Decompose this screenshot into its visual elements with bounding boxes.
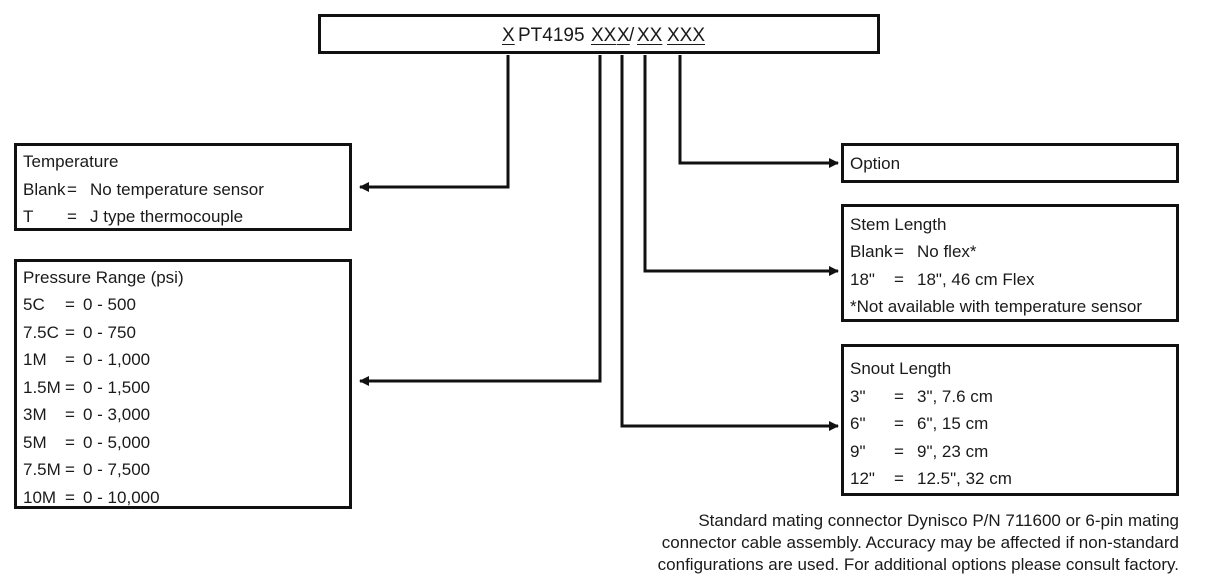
model-code-box: X PT4195 XX X / XX XXX bbox=[318, 14, 880, 54]
snout-desc: 12.5", 32 cm bbox=[917, 469, 1012, 488]
footnote-line: Standard mating connector Dynisco P/N 71… bbox=[698, 511, 1179, 530]
snout-length-title: Snout Length bbox=[850, 359, 952, 378]
model-number: PT4195 bbox=[518, 25, 585, 46]
temperature-code: T bbox=[23, 207, 34, 226]
temperature-eq: = bbox=[67, 180, 77, 199]
snout-eq: = bbox=[894, 442, 904, 461]
pressure-code: 7.5M bbox=[23, 460, 61, 479]
temperature-connector bbox=[359, 55, 510, 192]
stem-code-field: XX bbox=[637, 25, 663, 46]
stem-connector bbox=[643, 55, 839, 276]
pressure-desc: 0 - 7,500 bbox=[83, 460, 151, 479]
snout-eq: = bbox=[894, 469, 904, 488]
pressure-desc: 0 - 750 bbox=[83, 323, 136, 342]
stem-length-note: *Not available with temperature sensor bbox=[850, 297, 1142, 316]
pressure-code: 7.5C bbox=[23, 323, 59, 342]
temperature-code: Blank bbox=[23, 180, 66, 199]
stem-eq: = bbox=[894, 242, 904, 261]
pressure-range-box: Pressure Range (psi) 5C = 0 - 500 7.5C =… bbox=[14, 259, 352, 509]
pressure-desc: 0 - 3,000 bbox=[83, 405, 151, 424]
pressure-desc: 0 - 1,500 bbox=[83, 378, 151, 397]
pressure-desc: 0 - 5,000 bbox=[83, 433, 151, 452]
pressure-connector bbox=[359, 55, 602, 386]
snout-desc: 9", 23 cm bbox=[917, 442, 989, 461]
temperature-eq: = bbox=[67, 207, 77, 226]
pressure-eq: = bbox=[65, 488, 75, 507]
code-slash: / bbox=[629, 25, 635, 46]
pressure-desc: 0 - 10,000 bbox=[83, 488, 160, 507]
option-title: Option bbox=[850, 154, 901, 173]
pressure-code: 5C bbox=[23, 295, 45, 314]
pressure-eq: = bbox=[65, 350, 75, 369]
pressure-code: 5M bbox=[23, 433, 47, 452]
pressure-eq: = bbox=[65, 323, 75, 342]
snout-desc: 6", 15 cm bbox=[917, 414, 989, 433]
pressure-code-field: XX bbox=[591, 25, 617, 46]
pressure-desc: 0 - 500 bbox=[83, 295, 136, 314]
option-connector bbox=[678, 55, 839, 168]
snout-connector bbox=[620, 55, 839, 431]
pressure-eq: = bbox=[65, 378, 75, 397]
snout-code: 6" bbox=[850, 414, 866, 433]
snout-eq: = bbox=[894, 414, 904, 433]
temperature-code-field: X bbox=[502, 25, 515, 46]
pressure-code: 3M bbox=[23, 405, 47, 424]
snout-length-box: Snout Length 3" = 3", 7.6 cm 6" = 6", 15… bbox=[841, 344, 1179, 496]
temperature-box: Temperature Blank = No temperature senso… bbox=[14, 143, 352, 231]
pressure-eq: = bbox=[65, 405, 75, 424]
temperature-title: Temperature bbox=[23, 152, 119, 171]
snout-eq: = bbox=[894, 387, 904, 406]
pressure-eq: = bbox=[65, 433, 75, 452]
pressure-desc: 0 - 1,000 bbox=[83, 350, 151, 369]
pressure-eq: = bbox=[65, 460, 75, 479]
stem-desc: 18", 46 cm Flex bbox=[917, 270, 1035, 289]
footnote-line: connector cable assembly. Accuracy may b… bbox=[661, 533, 1179, 552]
snout-code: 3" bbox=[850, 387, 866, 406]
connector-footnote: Standard mating connector Dynisco P/N 71… bbox=[619, 510, 1179, 576]
snout-code-field: X bbox=[617, 25, 630, 46]
stem-eq: = bbox=[894, 270, 904, 289]
temperature-desc: J type thermocouple bbox=[90, 207, 244, 226]
pressure-code: 1.5M bbox=[23, 378, 61, 397]
stem-code: 18" bbox=[850, 270, 875, 289]
stem-code: Blank bbox=[850, 242, 893, 261]
pressure-code: 1M bbox=[23, 350, 47, 369]
stem-desc: No flex* bbox=[917, 242, 977, 261]
snout-code: 12" bbox=[850, 469, 875, 488]
pressure-range-title: Pressure Range (psi) bbox=[23, 268, 184, 287]
stem-length-title: Stem Length bbox=[850, 215, 947, 234]
option-box: Option bbox=[841, 143, 1179, 183]
snout-desc: 3", 7.6 cm bbox=[917, 387, 993, 406]
option-code-field: XXX bbox=[667, 25, 706, 46]
stem-length-box: Stem Length Blank = No flex* 18" = 18", … bbox=[841, 204, 1179, 322]
pressure-eq: = bbox=[65, 295, 75, 314]
temperature-desc: No temperature sensor bbox=[90, 180, 264, 199]
footnote-line: configurations are used. For additional … bbox=[657, 555, 1179, 574]
snout-code: 9" bbox=[850, 442, 866, 461]
pressure-code: 10M bbox=[23, 488, 57, 507]
